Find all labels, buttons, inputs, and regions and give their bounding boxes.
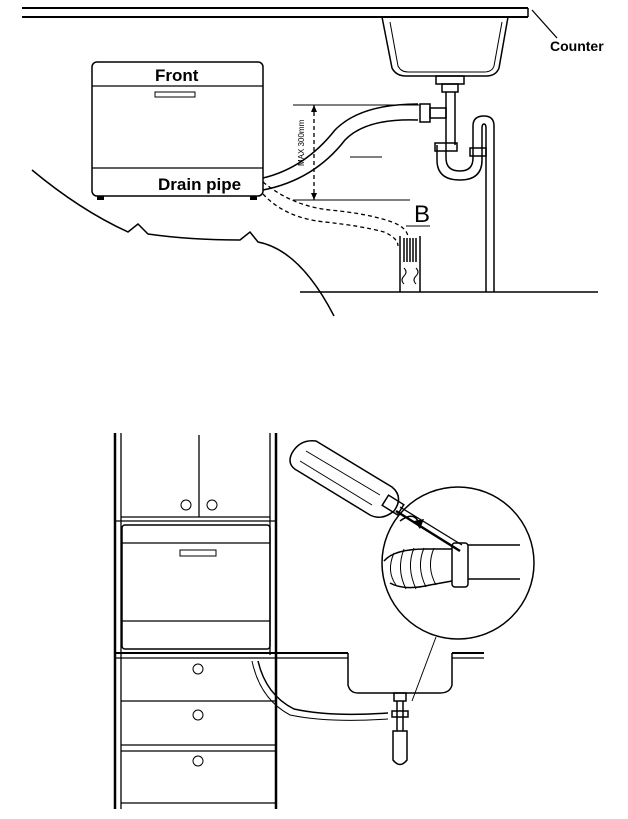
alternative-drain-hose	[262, 181, 430, 247]
under-sink-svg	[113, 433, 535, 809]
drawers	[121, 663, 276, 804]
countertop	[22, 7, 529, 18]
counter-leader-line	[531, 9, 558, 39]
drain-height-svg: Counter Front Drain pipe	[22, 7, 604, 317]
counter-label: Counter	[550, 38, 604, 54]
dishwasher	[91, 61, 264, 200]
under-sink-diagram	[0, 425, 628, 819]
drain-height-diagram: Counter Front Drain pipe	[0, 0, 628, 330]
dishwasher	[121, 524, 271, 650]
max-height-label: MAX 300mm	[297, 119, 306, 166]
option-b-label: B	[414, 201, 430, 228]
screwdriver	[289, 440, 463, 553]
counter-surface	[115, 652, 484, 659]
sink-trap	[419, 92, 495, 292]
drain-hose	[262, 103, 419, 191]
sink-bowl	[347, 653, 453, 694]
front-label: Front	[155, 66, 199, 85]
drain-pipe-label: Drain pipe	[158, 175, 241, 194]
max-height-dimension	[293, 104, 420, 201]
corrugated-hose-detail	[383, 547, 453, 590]
hose-clamp	[451, 542, 469, 588]
sink-basin	[381, 16, 509, 93]
drain-hose	[251, 660, 389, 721]
sink-drain-adapter	[391, 692, 409, 766]
cutaway-outline	[31, 169, 335, 317]
ribbed-hose-end	[403, 238, 417, 262]
standpipe	[399, 236, 421, 292]
detail-magnifier	[381, 486, 535, 702]
